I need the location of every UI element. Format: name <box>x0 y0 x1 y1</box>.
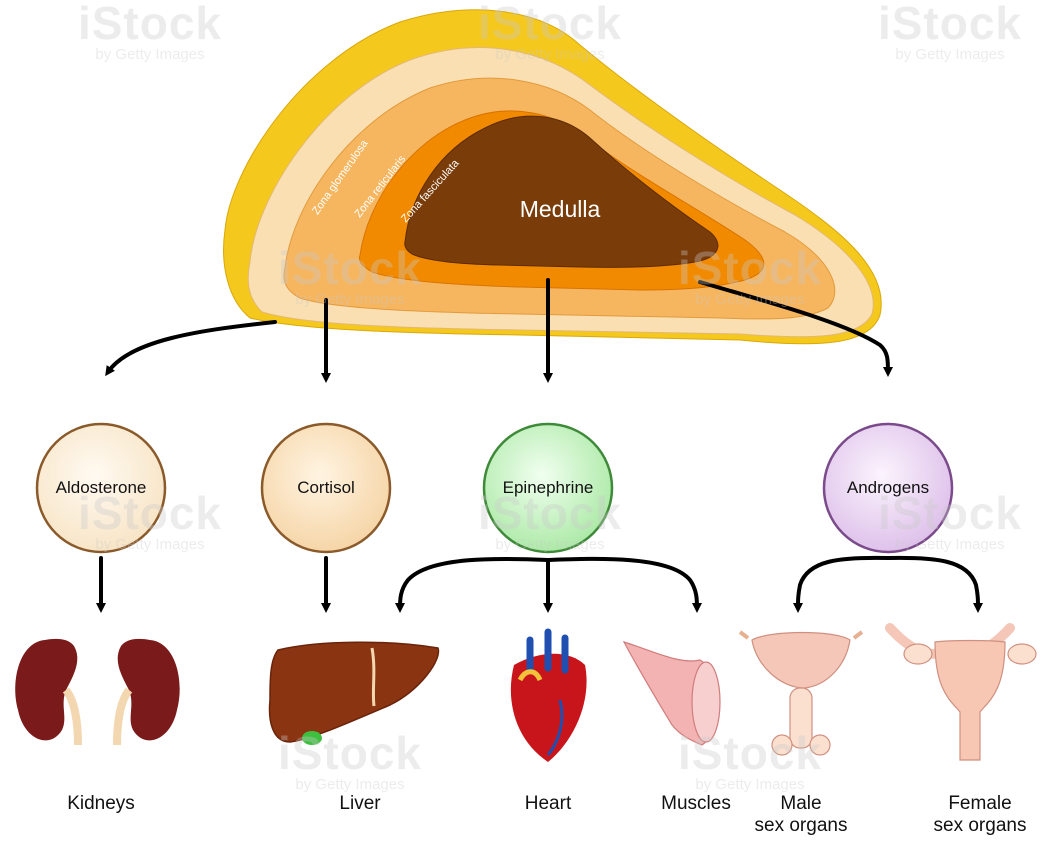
adrenal-gland <box>224 10 882 344</box>
heart-label: Heart <box>498 793 598 815</box>
kidneys-label: Kidneys <box>51 793 151 815</box>
aldosterone-label: Aldosterone <box>31 478 171 498</box>
female-sex-organs-label: Female sex organs <box>910 793 1050 837</box>
arrow-andro-to-male <box>798 558 888 608</box>
medulla-label: Medulla <box>490 196 630 223</box>
muscles-illustration <box>624 642 720 745</box>
arrow-to-aldosterone <box>108 322 275 372</box>
muscles-label: Muscles <box>646 793 746 815</box>
female-organs-illustration <box>890 628 1036 760</box>
arrow-epi-to-muscles <box>548 559 697 608</box>
androgens-label: Androgens <box>818 478 958 498</box>
male-organs-illustration <box>740 632 862 755</box>
arrow-epi-to-liver <box>400 559 548 608</box>
kidneys-illustration <box>15 639 179 745</box>
epinephrine-label: Epinephrine <box>478 478 618 498</box>
liver-illustration <box>270 642 439 745</box>
cortisol-label: Cortisol <box>256 478 396 498</box>
male-sex-organs-label: Male sex organs <box>736 793 866 837</box>
arrow-andro-to-female <box>888 558 978 608</box>
liver-label: Liver <box>310 793 410 815</box>
heart-illustration <box>511 632 587 762</box>
